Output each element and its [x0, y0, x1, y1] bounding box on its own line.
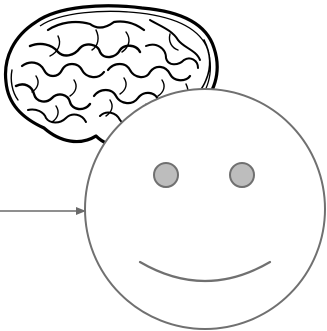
smiley-face-icon — [85, 89, 325, 329]
right-eye — [230, 163, 254, 187]
left-eye — [154, 163, 178, 187]
face-outline — [85, 89, 325, 329]
